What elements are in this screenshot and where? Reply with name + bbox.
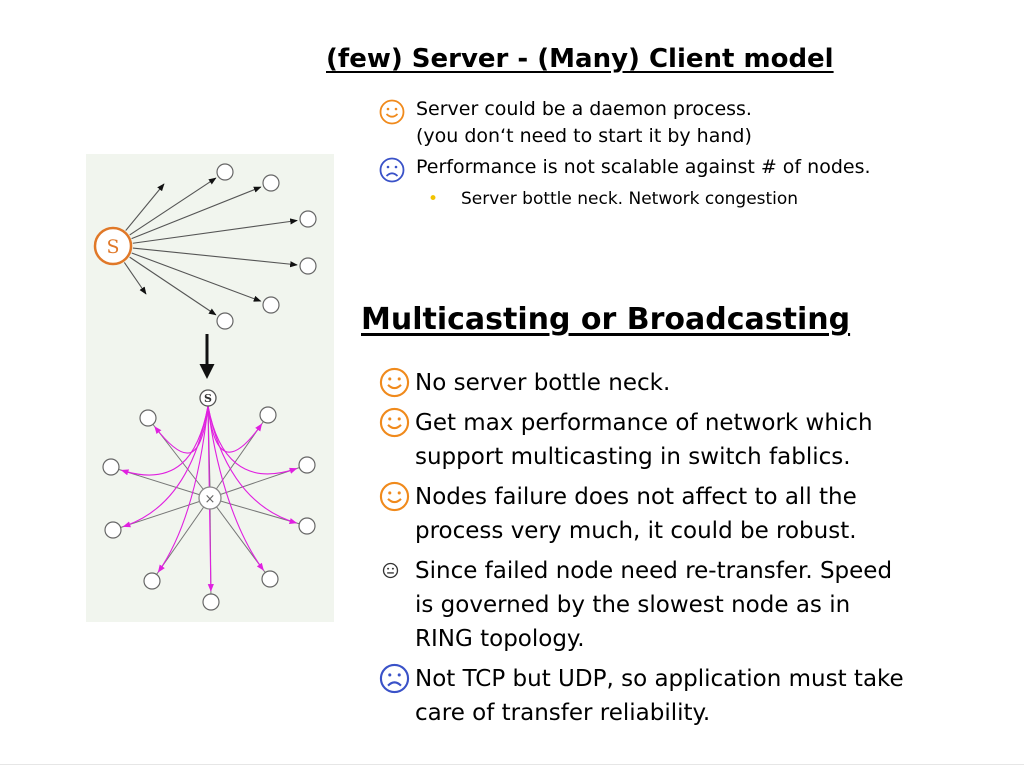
- unicast-edge: [129, 177, 217, 236]
- list-item: No server bottle neck.: [378, 366, 938, 400]
- smiley-face-icon: [379, 99, 405, 125]
- client-node: [143, 572, 161, 590]
- list-item-text: Nodes failure does not affect to all the…: [415, 484, 857, 544]
- unicast-edge: [131, 186, 262, 240]
- slide-title-server-client: (few) Server - (Many) Client model: [326, 44, 834, 74]
- multicasting-list: No server bottle neck. Get max performan…: [378, 366, 938, 736]
- client-node: [298, 456, 316, 474]
- client-node: [299, 257, 317, 275]
- unicast-edge: [123, 262, 147, 295]
- list-item: Server could be a daemon process. (you d…: [378, 96, 938, 150]
- list-item-text: Since failed node need re-transfer. Spee…: [415, 558, 893, 652]
- list-item: Get max performance of network which sup…: [378, 406, 938, 474]
- server-label: S: [106, 236, 119, 258]
- unicast-edge: [131, 252, 262, 302]
- list-item-text: Not TCP but UDP, so application must tak…: [415, 666, 904, 726]
- client-node: [139, 409, 157, 427]
- client-node: [259, 406, 277, 424]
- client-node: [298, 517, 316, 535]
- client-nodes-bottom: [102, 406, 316, 611]
- unicast-edge: [132, 247, 298, 268]
- unicast-edge: [125, 183, 165, 231]
- client-node: [216, 312, 234, 330]
- list-item-text: Performance is not scalable against # of…: [416, 156, 871, 178]
- multicast-path: [207, 405, 298, 524]
- slide-title-multicasting: Multicasting or Broadcasting: [361, 302, 851, 337]
- server-label-bottom: S: [204, 392, 212, 405]
- unicast-edge: [129, 256, 217, 316]
- multicast-path: [122, 405, 209, 528]
- topology-diagram: S × S: [86, 154, 334, 622]
- smiley-face-icon: [379, 367, 410, 398]
- server-client-list: Server could be a daemon process. (you d…: [378, 96, 938, 211]
- neutral-face-icon: [382, 562, 399, 579]
- list-item-text: Get max performance of network which sup…: [415, 410, 873, 470]
- client-node: [202, 593, 220, 611]
- client-node: [104, 521, 122, 539]
- client-nodes-top: [216, 163, 317, 330]
- switch-node: [198, 486, 222, 510]
- list-item: Nodes failure does not affect to all the…: [378, 480, 938, 548]
- list-item-text: Server could be a daemon process. (you d…: [416, 98, 752, 147]
- switch-label: ×: [205, 492, 216, 507]
- footer-divider: [0, 764, 1024, 765]
- client-node: [262, 296, 280, 314]
- client-node: [102, 458, 120, 476]
- unicast-edges: [123, 177, 298, 316]
- client-node: [262, 174, 280, 192]
- client-node: [299, 210, 317, 228]
- client-node: [216, 163, 234, 181]
- smiley-face-icon: [379, 481, 410, 512]
- multicast-path: [207, 405, 264, 571]
- sub-list-item-text: Server bottle neck. Network congestion: [461, 189, 799, 209]
- list-item-text: No server bottle neck.: [415, 370, 671, 396]
- server-node: [93, 226, 133, 266]
- smiley-face-icon: [379, 407, 410, 438]
- sad-face-icon: [379, 157, 405, 183]
- sub-list-item: • Server bottle neck. Network congestion: [378, 187, 938, 211]
- multicast-paths: [120, 405, 298, 592]
- list-item: Since failed node need re-transfer. Spee…: [378, 554, 938, 656]
- list-item: Performance is not scalable against # of…: [378, 154, 938, 183]
- bullet-dot-icon: •: [428, 189, 439, 209]
- list-item: Not TCP but UDP, so application must tak…: [378, 662, 938, 730]
- server-node-bottom: [199, 389, 217, 407]
- sad-face-icon: [379, 663, 410, 694]
- multicast-path: [157, 405, 209, 573]
- client-node: [261, 570, 279, 588]
- unicast-edge: [132, 218, 298, 244]
